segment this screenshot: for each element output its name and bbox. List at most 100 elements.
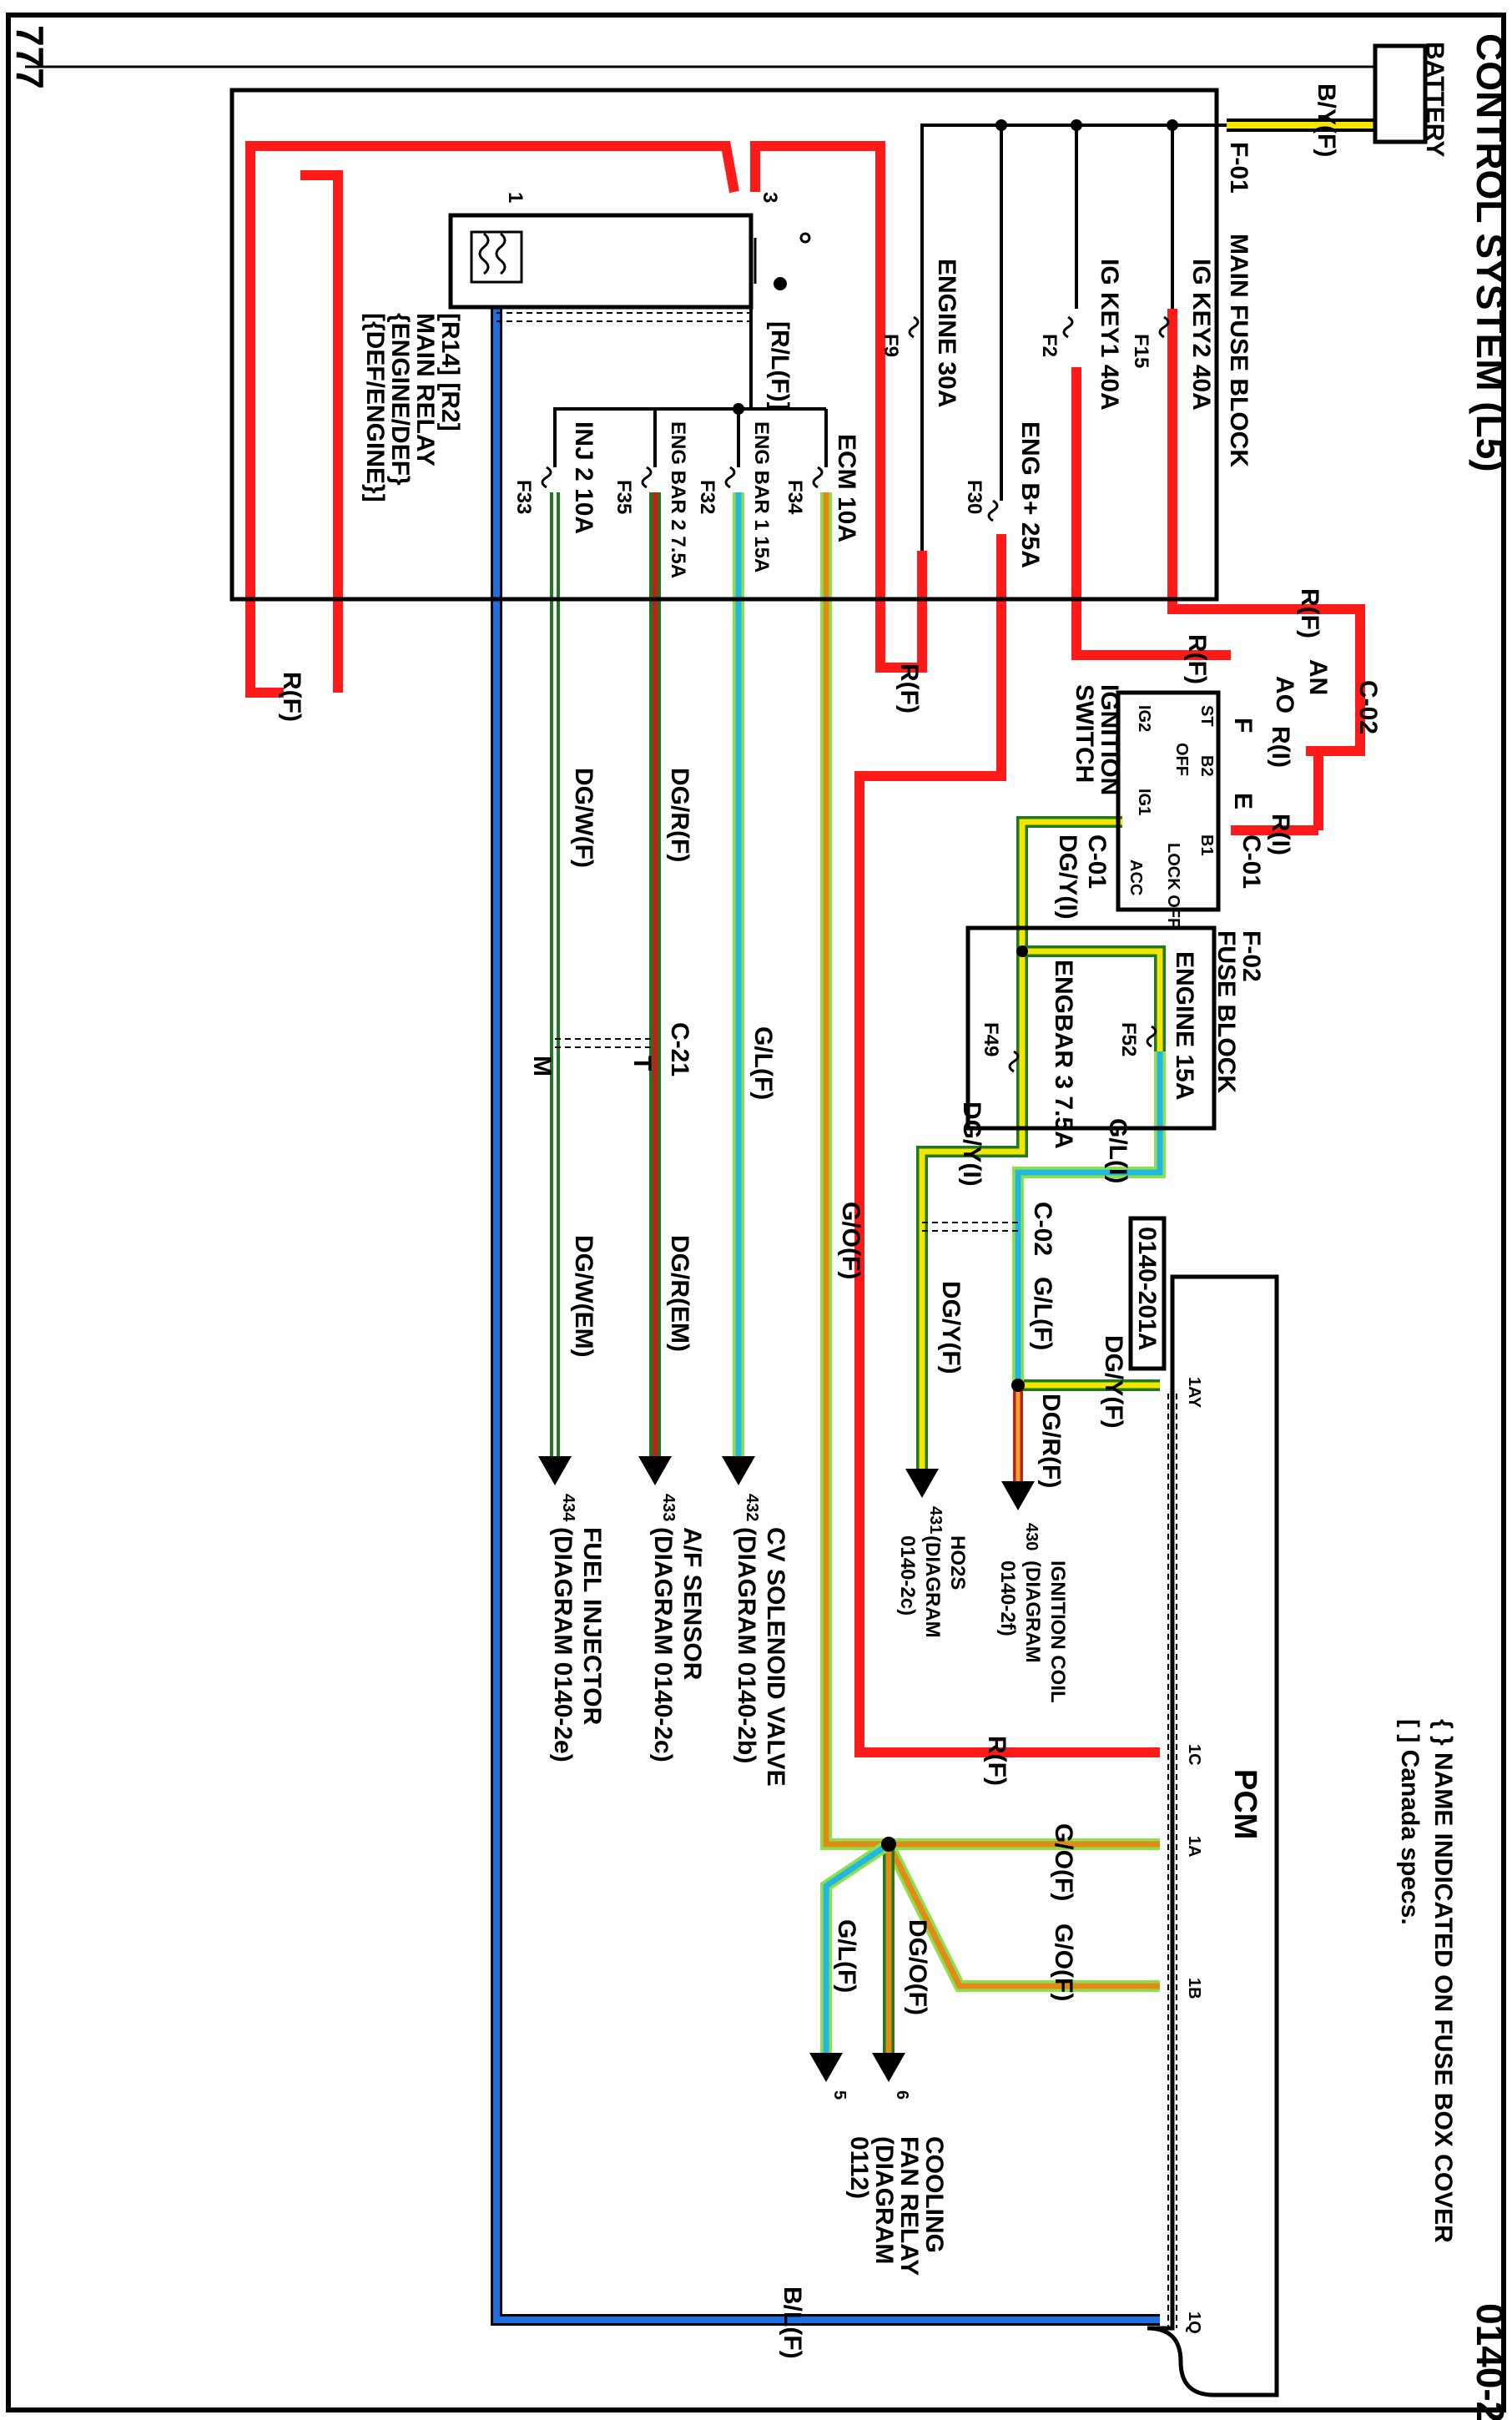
- dest-label: A/F SENSOR: [678, 1527, 706, 1681]
- ignition-label-2: SWITCH: [1071, 684, 1098, 783]
- fuse-name: ENG BAR 2 7.5A: [667, 421, 689, 578]
- battery-label: BATTERY: [1421, 42, 1449, 157]
- connector-dashes: [496, 312, 1177, 2328]
- main-fuse-block-box: [229, 88, 1219, 602]
- red-wires: [245, 141, 1365, 1757]
- fuse-id: F30: [963, 480, 985, 514]
- destination-arrows: [538, 1456, 1035, 2082]
- wire-label: DG/R(F): [666, 768, 693, 862]
- fuse-name: INJ 2 10A: [570, 421, 597, 534]
- ign-pos: B1: [1197, 834, 1216, 856]
- fuse-block-f02-box: [965, 925, 1217, 1131]
- diagram-number: 0140-2a: [1469, 2303, 1512, 2420]
- rotated-text: CONTROL SYSTEM (L5) 0140-2a 777 { } NAME…: [8, 25, 1512, 2420]
- relay-pin-1: 1: [504, 192, 527, 203]
- wire-label: DG/R(EM): [666, 1235, 693, 1352]
- fuse-id: F34: [784, 480, 806, 515]
- wire-dgy-fill: [919, 819, 1122, 1485]
- wire-go-1b-fill: [885, 1843, 1160, 1989]
- dest-label: 0140-2f): [996, 1560, 1019, 1636]
- ref-box: [1128, 1216, 1167, 1371]
- dest-num: 434: [559, 1494, 577, 1522]
- page-frame: [6, 13, 1506, 2412]
- wires: [25, 65, 1377, 2326]
- fuse-name: ENGINE 30A: [933, 259, 960, 407]
- wire-label: R(F): [1183, 634, 1211, 684]
- fuse-id: F52: [1117, 1022, 1140, 1056]
- fuse-symbols: [541, 315, 1170, 1073]
- connector-label: C-02: [1029, 1202, 1056, 1256]
- wire-gl-5-fill: [823, 1842, 890, 2061]
- dest-label: (DIAGRAM 0140-2e): [549, 1527, 577, 1762]
- dest-num: 432: [743, 1494, 761, 1521]
- fuse-id: F2: [1038, 334, 1061, 357]
- dest-label: CV SOLENOID VALVE: [762, 1527, 789, 1787]
- fuse-id: F49: [980, 1022, 1002, 1056]
- fuse-block2-id: F-02: [1237, 930, 1265, 982]
- bus-rl: [553, 309, 753, 467]
- wire-label: G/L(F): [749, 1026, 777, 1100]
- wire-label: G/L(F): [833, 1919, 860, 1993]
- main-relay-box: [448, 213, 753, 310]
- connector-letter: AO: [1271, 676, 1298, 713]
- ign-pos: B2: [1197, 755, 1216, 777]
- pcm-pin: 1C: [1185, 1744, 1203, 1766]
- wire-label: G/L(F): [1029, 1277, 1056, 1350]
- fuse-name: ENGBAR 3 7.5A: [1050, 960, 1077, 1149]
- pcm-pin: 1AY: [1185, 1377, 1203, 1409]
- connector-label: C-02: [1354, 680, 1382, 734]
- wire-label: DG/R(F): [1037, 1394, 1065, 1488]
- pcm-pin: 1Q: [1185, 2312, 1203, 2334]
- wire-label: DG/Y(F): [937, 1281, 965, 1374]
- page-id: 777: [8, 25, 52, 89]
- relay-label-2: MAIN RELAY: [411, 313, 439, 466]
- wire-label: DG/Y(F): [1100, 1335, 1127, 1429]
- wire-label: DG/Y(I): [1054, 834, 1081, 920]
- pcm-pin: 1A: [1185, 1836, 1203, 1858]
- fuse-name: IG KEY1 40A: [1096, 259, 1123, 411]
- wire-label: R(F): [278, 672, 305, 722]
- ign-pos: OFF: [1172, 743, 1191, 776]
- fuse-name: ECM 10A: [833, 434, 860, 542]
- connector-label: C-21: [666, 1022, 693, 1076]
- connector-letter: E: [1229, 793, 1257, 809]
- wire-label: G/O(F): [1050, 1923, 1077, 2001]
- wire-label: DG/W(F): [570, 768, 597, 868]
- dest-label: (DIAGRAM: [921, 1535, 944, 1638]
- dest-num: 430: [1022, 1523, 1041, 1550]
- relay-contact: [753, 232, 811, 290]
- fuse-block-id: F-01: [1225, 142, 1252, 194]
- relay-coil: [470, 230, 523, 284]
- connector-letter: M: [528, 1056, 556, 1076]
- wire-label: B/Y(F): [1313, 83, 1340, 157]
- wire-label: R(I): [1267, 726, 1294, 768]
- fuse-id: F35: [612, 480, 635, 514]
- junction-dots: [733, 119, 1178, 1852]
- relay-label-3: {ENGINE/DEF}: [386, 313, 414, 486]
- connector-letter: F: [1229, 718, 1257, 733]
- ign-pos: IG2: [1135, 705, 1153, 732]
- note-braces: { } NAME INDICATED ON FUSE BOX COVER: [1429, 1719, 1457, 2243]
- dest-label: 0112): [845, 2136, 873, 2199]
- relay-label-1: [R14] [R2]: [436, 313, 464, 431]
- dest-num: 431: [926, 1506, 945, 1534]
- fuse-name: IG KEY2 40A: [1187, 259, 1215, 411]
- ign-pos: ACC: [1126, 860, 1145, 895]
- note-brackets: [ ] Canada specs.: [1396, 1719, 1424, 1925]
- fuse-id: F32: [696, 480, 718, 514]
- wire-label: DG/Y(I): [958, 1102, 985, 1187]
- dest-label: (DIAGRAM: [870, 2136, 898, 2264]
- wire-label: B/L(F): [779, 2286, 806, 2359]
- wire-label: [R/L(F)]: [766, 321, 794, 411]
- dest-label: 0140-2c): [896, 1535, 919, 1616]
- ignition-switch-box: [1116, 690, 1221, 912]
- ign-pos: ST: [1197, 705, 1216, 727]
- dest-label: (DIAGRAM 0140-2b): [733, 1527, 760, 1763]
- fuse-block-name: MAIN FUSE BLOCK: [1225, 234, 1252, 467]
- wire-label: R(I): [1267, 814, 1294, 855]
- wire-label: R(F): [983, 1736, 1011, 1786]
- wire-label: R(F): [895, 663, 923, 713]
- wire-bl-fill: [493, 309, 1160, 2323]
- bus-main-fuse: [920, 124, 1227, 551]
